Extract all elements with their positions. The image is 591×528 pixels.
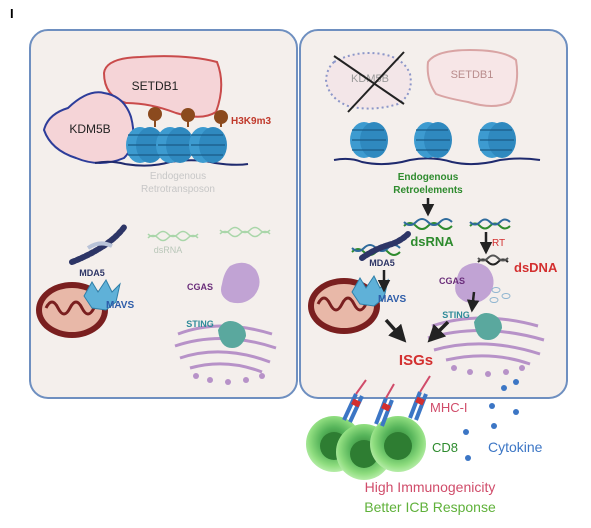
outcome-line2: Better ICB Response [364,499,496,515]
left-dsrna-helix [147,234,199,242]
mhc-receptor-2 [374,397,394,427]
outcome-line1: High Immunogenicity [365,479,496,495]
cd8-cells [306,416,426,480]
right-dsdna-label: dsDNA [514,260,558,275]
cd8-cell-3 [370,416,426,472]
right-arrow-sting-to-isgs [427,320,450,343]
right-nucleosome-3 [478,122,516,158]
left-sting-label: STING [186,319,214,329]
mhc-receptor-1 [342,393,364,423]
cd8-label: CD8 [432,440,458,455]
left-cgas-label: CGAS [187,282,213,292]
left-mda5-protein [69,223,128,265]
right-cgas-protein [455,263,494,303]
left-nucleosome-1 [126,127,164,163]
right-sting-protein [474,313,502,340]
left-mavs-protein [83,279,121,311]
left-panel: SETDB1 KDM5B [29,29,298,399]
right-mavs-label: MAVS [378,294,406,305]
left-retro-line2: Retrotransposon [141,184,215,195]
left-methyl-marks [148,107,228,127]
left-sting-protein [218,321,246,348]
right-panel: KDM5B SETDB1 Endogenous Retroelements [299,29,568,399]
right-rt-helix [469,218,511,230]
right-arrow-mavs-to-isgs [384,318,407,343]
right-dna-line [333,157,541,166]
right-dsdna-helix [477,254,509,266]
cytokine-label: Cytokine [488,439,543,455]
left-h3k9m3-label: H3K9m3 [231,116,271,127]
left-cgas-protein [221,262,260,304]
left-setdb1-label: SETDB1 [132,79,179,93]
right-retro-line1: Endogenous [398,172,459,183]
left-setdb1-shape [102,55,223,118]
right-arrow-cgas-to-sting [466,291,480,313]
right-kdm5b-cross [333,51,405,113]
right-dsrna-helix [403,218,453,230]
mhc-receptors [342,375,431,427]
right-rt-label: RT [492,238,505,249]
left-mavs-label: MAVS [106,300,134,311]
panel-letter: I [10,6,14,21]
right-kdm5b-label: KDM5B [351,73,389,85]
left-mda5-label: MDA5 [79,268,105,278]
left-nucleosome-3 [189,127,227,163]
right-setdb1-label: SETDB1 [451,69,494,81]
right-nucleosome-2 [414,122,452,158]
right-sting-label: STING [442,310,470,320]
left-er [174,324,277,385]
left-nucleosome-2 [156,127,194,163]
right-retro-line2: Retroelements [393,185,463,196]
right-mda5-protein [351,231,411,261]
right-setdb1-shape [426,48,519,107]
right-dsrna-label: dsRNA [410,234,454,249]
left-second-helix [219,230,271,238]
mhc-receptor-3 [408,391,428,421]
right-cgamp-dots [489,287,511,303]
left-kdm5b-shape [42,91,135,164]
left-kdm5b-label: KDM5B [69,122,110,136]
left-dsrna-label: dsRNA [154,245,183,255]
right-mda5-label: MDA5 [369,258,395,268]
mhc-label: MHC-I [430,400,468,415]
right-isgs-label: ISGs [399,352,433,369]
cytokine-dots [463,379,519,461]
right-nucleosome-1 [350,122,388,158]
right-cgas-label: CGAS [439,276,465,286]
left-retro-line1: Endogenous [150,171,206,182]
